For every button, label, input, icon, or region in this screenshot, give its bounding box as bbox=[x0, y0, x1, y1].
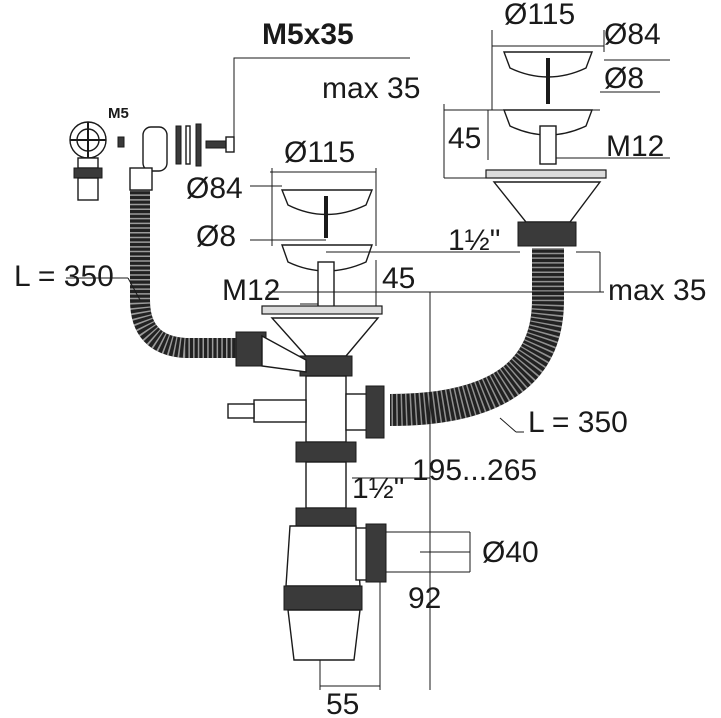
right-drop-label: max 35 bbox=[608, 274, 706, 307]
screw-label: M5x35 bbox=[262, 18, 354, 51]
trap-width-label: 55 bbox=[326, 688, 359, 718]
outlet-dia-label: Ø40 bbox=[482, 536, 539, 569]
right-pin-dia-label: Ø8 bbox=[604, 62, 644, 95]
left-pin-dia-label: Ø8 bbox=[196, 220, 236, 253]
right-outer-dia-label: Ø115 bbox=[504, 0, 575, 31]
right-strainer bbox=[485, 51, 607, 247]
trap-height-label: 92 bbox=[408, 582, 441, 615]
nut-icon bbox=[117, 136, 125, 148]
right-height-label: 45 bbox=[448, 122, 481, 155]
right-cap-dia-label: Ø84 bbox=[604, 18, 661, 51]
left-cap-dia-label: Ø84 bbox=[186, 172, 243, 205]
dimension-lines bbox=[66, 30, 670, 690]
siphon-body bbox=[227, 331, 387, 661]
total-height-label: 195...265 bbox=[412, 454, 537, 487]
overflow-elbow bbox=[142, 126, 168, 172]
right-max-label: max 35 bbox=[322, 72, 420, 105]
left-hose-label: L = 350 bbox=[14, 260, 114, 293]
right-hose-label: L = 350 bbox=[528, 406, 628, 439]
right-thread-label: M12 bbox=[606, 130, 664, 163]
nut-label: M5 bbox=[108, 105, 129, 122]
right-pipe-label: 1½" bbox=[448, 224, 500, 257]
overflow-grille-icon bbox=[69, 121, 107, 201]
left-height-label: 45 bbox=[382, 262, 415, 295]
trap-pipe-label: 1½" bbox=[352, 472, 404, 505]
left-outer-dia-label: Ø115 bbox=[284, 136, 355, 169]
left-thread-label: M12 bbox=[222, 274, 280, 307]
right-coupling bbox=[517, 221, 577, 247]
washing-machine-inlet bbox=[253, 399, 307, 423]
left-strainer bbox=[261, 189, 383, 357]
overflow-hose bbox=[130, 185, 240, 358]
